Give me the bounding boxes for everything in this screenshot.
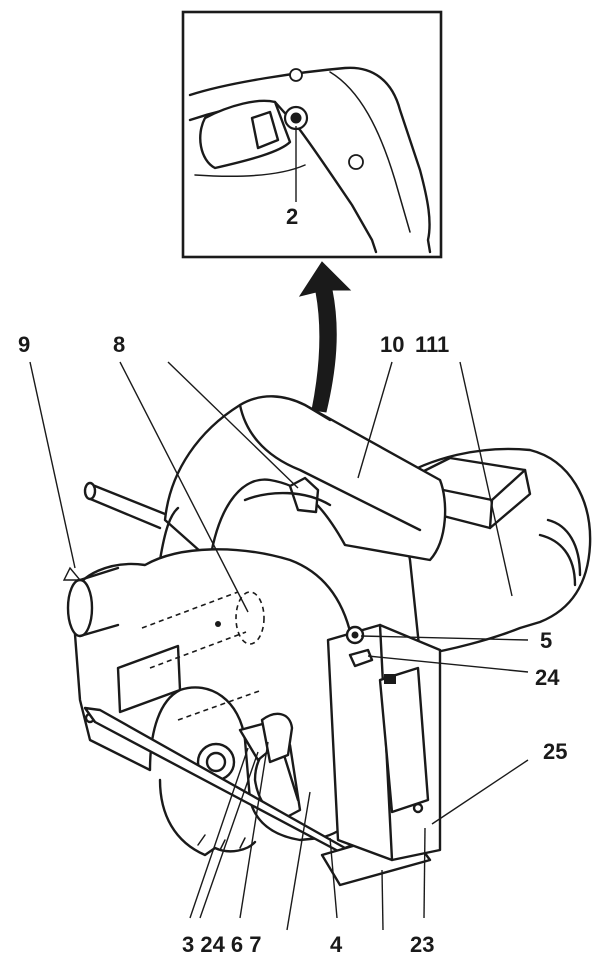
dust-port-end [66, 578, 94, 638]
leader-5 [360, 635, 529, 641]
label-24: 24 [535, 665, 560, 690]
handle-rear-grip [158, 506, 180, 562]
detail-handle-ridge [329, 71, 411, 233]
leader-4 [329, 837, 338, 919]
leader-lines [29, 361, 529, 931]
handle-opening [243, 491, 332, 507]
lock-lever [348, 648, 374, 668]
label-9: 9 [18, 332, 30, 357]
detail-lock-button [250, 110, 280, 150]
blade-teeth [197, 834, 246, 851]
spindle-dashed-lines [141, 591, 263, 721]
switch-panel [378, 666, 430, 814]
handle-top-ridge [238, 403, 422, 532]
depth-knob-handle [260, 712, 294, 764]
detail-handle-outline-top [188, 66, 432, 254]
guard-label-plate [116, 644, 182, 714]
detail-label-2: 2 [286, 204, 298, 229]
curved-arrow [298, 261, 352, 413]
leader-25 [431, 759, 529, 825]
label-25: 25 [543, 739, 567, 764]
detail-inset: 2 [181, 10, 443, 259]
leader-111 [459, 361, 513, 597]
leader-3 [189, 747, 249, 919]
guard-slot [282, 753, 300, 802]
handle-front-ridge [303, 403, 332, 422]
leader-23 [423, 827, 426, 919]
leader-6 [239, 741, 269, 919]
label-23: 23 [410, 932, 434, 957]
leader-24a [367, 655, 529, 673]
rod-end [83, 481, 97, 501]
spindle-dashed-ring [235, 591, 265, 645]
spindle-nut-inner [205, 751, 227, 773]
motor-vent-curve [538, 533, 577, 587]
leader-24b [199, 751, 259, 919]
switch-indicator [384, 674, 396, 684]
leader-8 [119, 361, 249, 613]
label-5: 5 [540, 628, 552, 653]
leader-base [381, 869, 384, 931]
dust-port-body [78, 566, 120, 638]
label-8: 8 [113, 332, 125, 357]
part-labels: 9 8 10 111 5 24 25 23 4 3 24 6 7 [18, 332, 567, 957]
label-10: 10 [380, 332, 404, 357]
switch-screw [412, 802, 424, 814]
detail-lock-knob-inner [290, 112, 302, 124]
wall-chaser-machine [66, 395, 592, 887]
leader-7 [286, 791, 311, 931]
arrow-shape [298, 261, 352, 413]
leader-9 [29, 361, 76, 569]
auxiliary-rod [86, 482, 167, 530]
detail-screw-hole-side [348, 154, 364, 170]
leader-trigger [167, 361, 299, 489]
blade-edge [158, 778, 257, 857]
detail-screw-hole-top [289, 68, 303, 82]
arrowhead-9 [62, 566, 82, 581]
label-bottom-group: 3 24 6 7 [182, 932, 262, 957]
label-111: 111 [415, 332, 449, 357]
motor-vent-curve-2 [546, 518, 582, 577]
adjust-screw-center [351, 631, 359, 639]
label-4: 4 [330, 932, 343, 957]
guard-screw [215, 621, 221, 627]
blade-guard [70, 548, 364, 842]
leader-10 [357, 361, 393, 479]
